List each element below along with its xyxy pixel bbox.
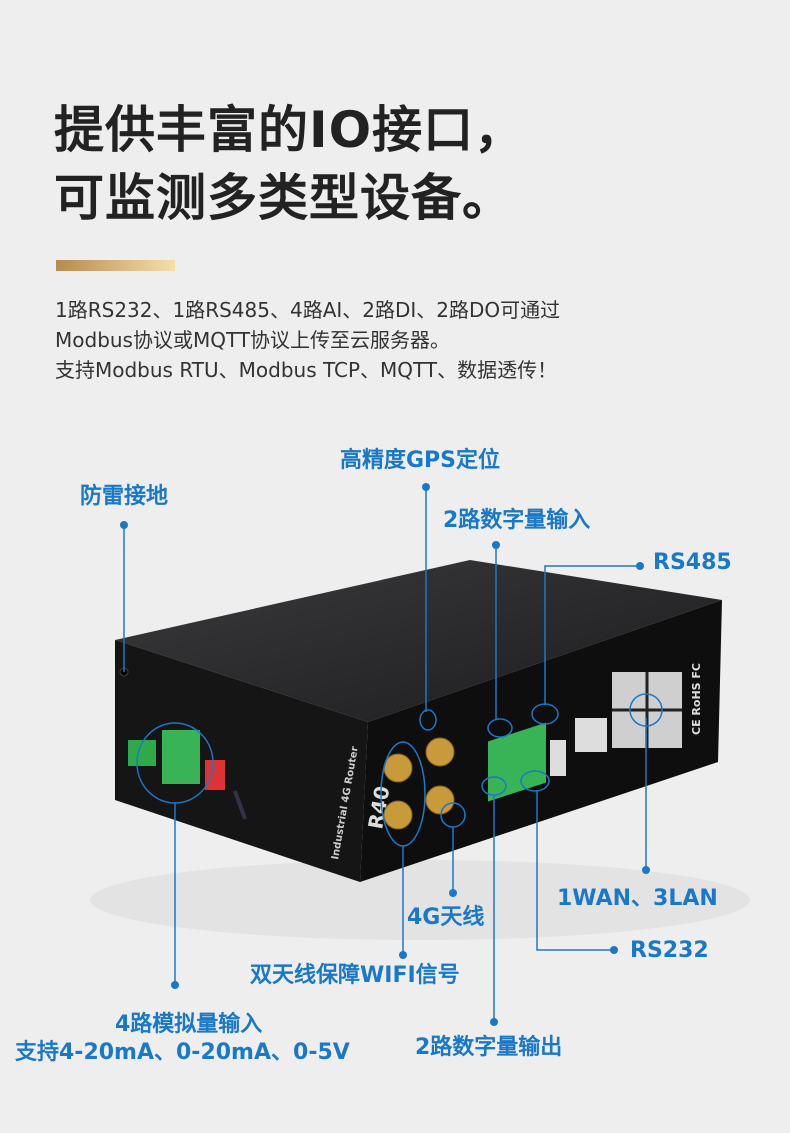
- callout-4g-antenna: 4G天线: [407, 905, 485, 930]
- console-port: [575, 718, 607, 752]
- callout-digital-input: 2路数字量输入: [443, 508, 591, 533]
- sim-slot: [232, 790, 248, 820]
- analog-input-terminal: [162, 730, 200, 784]
- antenna-connectors: [383, 737, 455, 830]
- description-line-3: 支持Modbus RTU、Modbus TCP、MQTT、数据透传！: [55, 358, 558, 382]
- callout-lightning-ground: 防雷接地: [80, 484, 169, 509]
- description-line-2: Modbus协议或MQTT协议上传至云服务器。: [55, 328, 451, 352]
- dip-switch: [205, 760, 225, 790]
- certification-marks: CE RoHS FC: [690, 663, 703, 735]
- headline-line-2: 可监测多类型设备。: [54, 169, 513, 227]
- gps-antenna-connector: [425, 737, 455, 767]
- headline-line-1: 提供丰富的IO接口，: [54, 101, 526, 159]
- router-top-face: [115, 560, 722, 722]
- wifi-antenna-connector: [383, 800, 413, 830]
- 4g-antenna-connector: [425, 785, 455, 815]
- gold-divider: [56, 260, 175, 271]
- callout-rs232: RS232: [630, 938, 709, 963]
- description-line-1: 1路RS232、1路RS485、4路AI、2路DI、2路DO可通过: [55, 298, 561, 322]
- callout-wan-lan: 1WAN、3LAN: [557, 886, 718, 911]
- router-front-face: [115, 640, 368, 882]
- callout-wifi-antenna: 双天线保障WIFI信号: [250, 963, 460, 988]
- callout-dots: [120, 483, 650, 1026]
- wifi-antenna-connector: [383, 753, 413, 783]
- callout-rs485: RS485: [653, 550, 732, 575]
- io-terminal-block: [488, 722, 546, 802]
- callout-digital-output: 2路数字量输出: [415, 1035, 563, 1060]
- callout-analog-input: 4路模拟量输入: [115, 1012, 263, 1037]
- usb-port: [550, 740, 566, 776]
- router-shadow: [90, 860, 750, 940]
- callout-gps: 高精度GPS定位: [340, 448, 501, 473]
- callout-analog-range: 支持4-20mA、0-20mA、0-5V: [15, 1040, 350, 1065]
- callout-lines: [123, 487, 663, 1022]
